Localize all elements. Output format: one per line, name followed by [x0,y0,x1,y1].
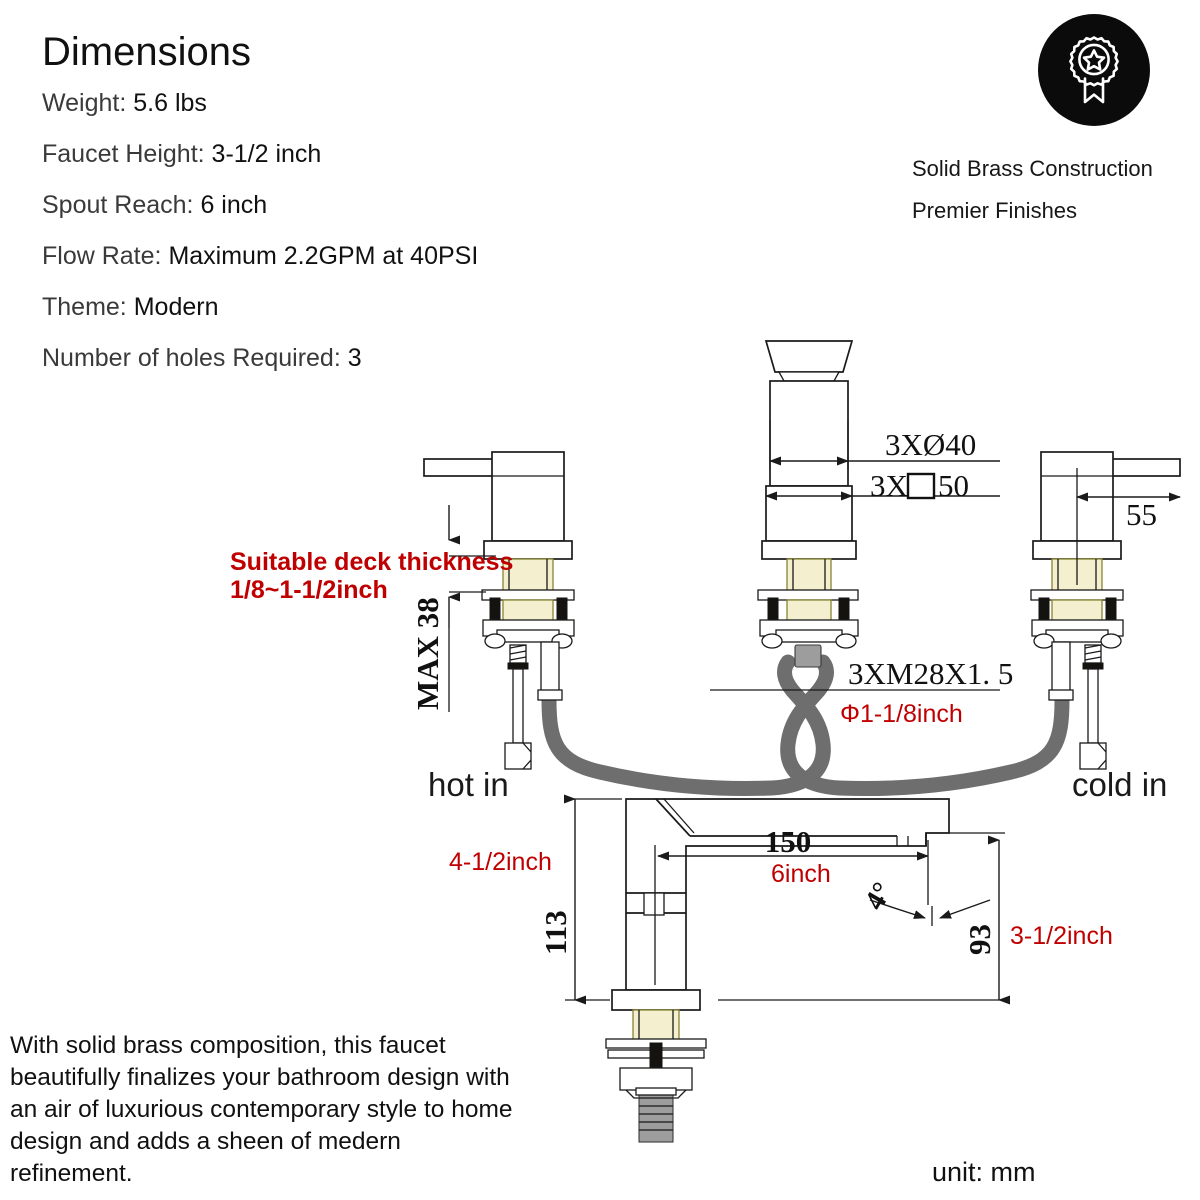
spout-side-view [605,798,950,1143]
spec-label-flow-rate: Flow Rate: [42,242,162,270]
spec-row-faucet-height: Faucet Height: 3-1/2 inch [42,129,682,180]
spec-value-holes-required: 3 [347,344,362,372]
spec-row-spout-reach: Spout Reach: 6 inch [42,180,682,231]
spec-value-faucet-height: 3-1/2 inch [211,140,322,168]
annotation-deck-thickness-line2: 1/8~1-1/2inch [230,576,388,604]
spec-value-weight: 5.6 lbs [133,89,207,117]
unit-note: unit: mm [932,1157,1036,1187]
dimension-label-reach-inch: 6inch [771,860,831,888]
annotation-deck-thickness-line1: Suitable deck thickness [230,548,513,576]
spec-row-holes-required: Number of holes Required: 3 [42,333,682,384]
spec-row-theme: Theme: Modern [42,282,682,333]
dimension-label-hole-square-prefix: 3X [870,468,908,503]
spec-row-weight: Weight: 5.6 lbs [42,78,682,129]
spec-label-weight: Weight: [42,89,127,117]
dimension-label-angle: 4° [858,877,899,916]
spec-value-spout-reach: 6 inch [200,191,268,219]
dimension-label-height-inch: 4-1/2inch [449,848,552,876]
quality-badge: Solid Brass Construction Premier Finishe… [912,14,1198,232]
dimension-label-spout-height-inch: 3-1/2inch [1010,922,1113,950]
annotation-label-hose-diameter: Φ1-1/8inch [840,700,963,728]
dimension-label-thread-spec: 3XM28X1. 5 [848,656,1013,691]
badge-text-block: Solid Brass Construction Premier Finishe… [912,148,1198,232]
spec-label-holes-required: Number of holes Required: [42,344,341,372]
spec-row-flow-rate: Flow Rate: Maximum 2.2GPM at 40PSI [42,231,682,282]
dimension-label-max-deck: MAX 38 [410,597,445,710]
specifications-block: Dimensions Weight: 5.6 lbs Faucet Height… [42,28,682,384]
dimension-hole-diameter: 3XØ40 [769,420,1000,470]
annotation-thread-spec: 3XM28X1. 5 Φ1-1/8inch [710,656,1013,728]
spec-label-theme: Theme: [42,293,127,321]
spec-label-faucet-height: Faucet Height: [42,140,205,168]
dimension-spout-height: 93 3-1/2inch [718,832,1113,1005]
spec-value-flow-rate: Maximum 2.2GPM at 40PSI [168,242,479,270]
dimension-label-spout-height-mm: 93 [962,924,997,955]
page-title: Dimensions [42,30,251,74]
dimension-hole-square: 3X 50 [765,468,1000,503]
dimension-label-reach-mm: 150 [765,824,812,859]
award-ribbon-star-icon [1038,14,1150,126]
dimension-label-handle-offset: 55 [1126,497,1157,532]
dimension-label-hole-diameter: 3XØ40 [885,427,976,462]
badge-line-solid-brass: Solid Brass Construction [912,156,1153,181]
product-description: With solid brass composition, this fauce… [10,1032,513,1187]
dimension-handle-offset: 55 [1076,468,1181,585]
dimension-label-hole-square-suffix: 50 [938,468,969,503]
center-spout-upper [757,340,859,649]
label-cold-in: cold in [1072,766,1167,803]
annotation-deck-thickness: Suitable deck thickness 1/8~1-1/2inch MA… [230,505,513,712]
dimension-label-height-mm: 113 [538,910,573,955]
spec-label-spout-reach: Spout Reach: [42,191,194,219]
label-hot-in: hot in [428,766,509,803]
dimension-angle: 4° [858,877,991,926]
left-handle-assembly [423,451,575,770]
dimension-spout-reach: 150 6inch [657,824,929,905]
badge-line-premier-finishes: Premier Finishes [912,198,1078,223]
spec-value-theme: Modern [133,293,219,321]
dimension-overall-height: 113 4-1/2inch [449,794,622,1005]
